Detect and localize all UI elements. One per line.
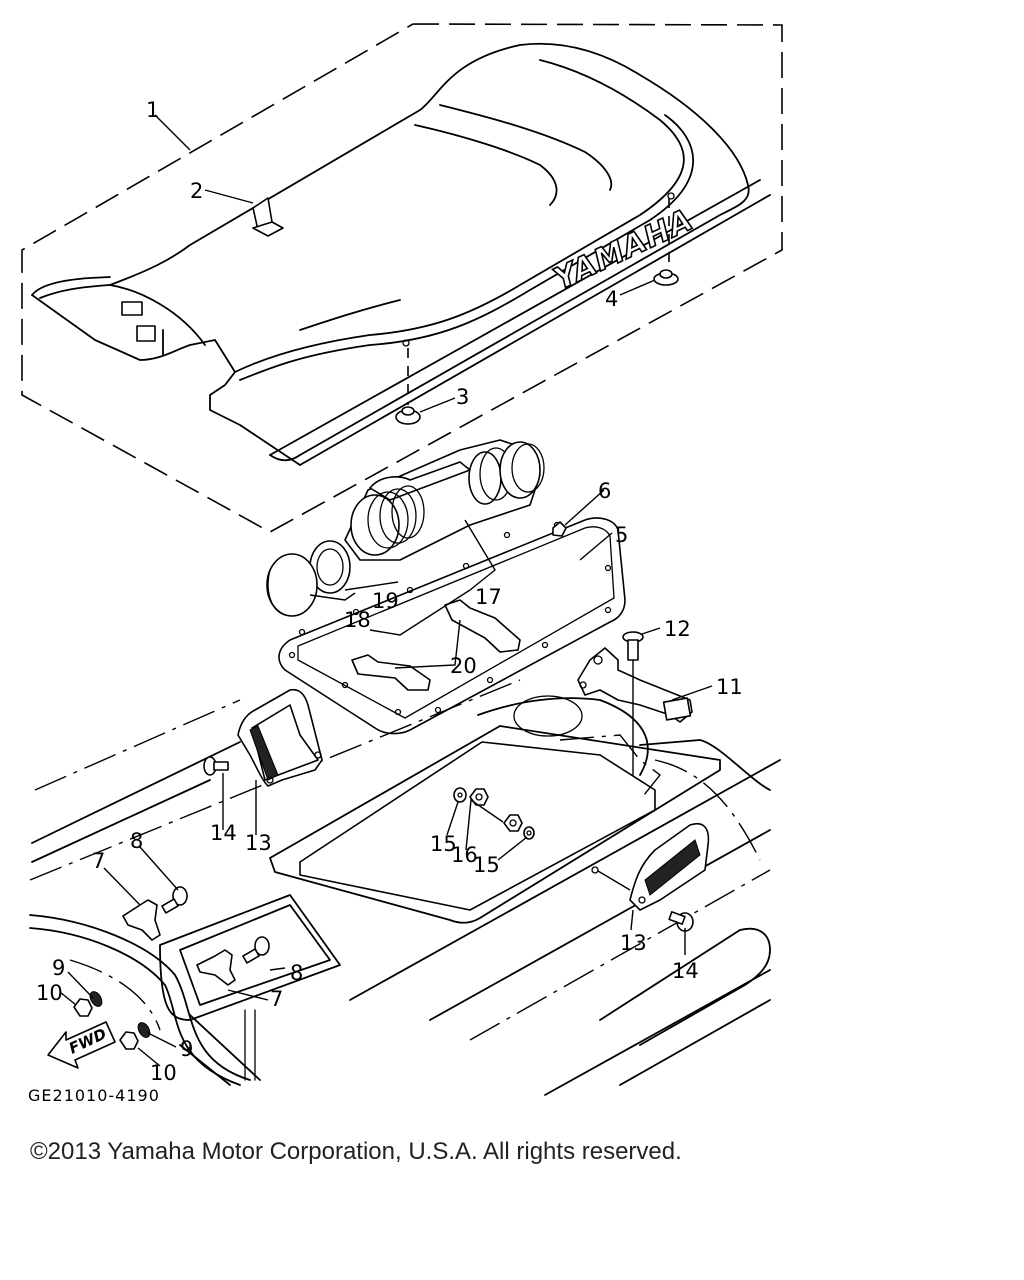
- seat-hook-7-a: [122, 899, 161, 941]
- seat-damper-4: [653, 192, 679, 286]
- washer-9-b: [137, 1022, 151, 1038]
- callout-9b: 9: [180, 1037, 193, 1061]
- callout-16: 16: [451, 843, 478, 867]
- callout-12: 12: [664, 617, 691, 641]
- seat-strap: [252, 197, 284, 237]
- cap-18: [266, 553, 318, 617]
- bolt-8-a: [161, 886, 188, 914]
- bolt-12: [622, 631, 644, 661]
- callout-20: 20: [450, 654, 477, 678]
- callout-4: 4: [605, 287, 618, 311]
- seat-drawing: [31, 42, 771, 466]
- storage-tray: [278, 517, 626, 735]
- callout-14b: 14: [672, 959, 699, 983]
- callout-10a: 10: [36, 981, 63, 1005]
- callout-15a: 15: [430, 832, 457, 856]
- callout-18: 18: [344, 608, 371, 632]
- screw-14-left: [203, 756, 229, 776]
- seat-lock: [577, 647, 693, 780]
- callout-5: 5: [615, 523, 628, 547]
- exploded-parts-diagram: YAMAHA: [21, 23, 783, 1105]
- seat-latch-block: [121, 301, 143, 316]
- washer-15-b: [523, 826, 535, 840]
- copyright-notice: ©2013 Yamaha Motor Corporation, U.S.A. A…: [30, 1138, 682, 1165]
- hull-deck: [29, 679, 781, 1096]
- leader-lines: [59, 114, 713, 1067]
- callout-6: 6: [598, 479, 611, 503]
- callout-17: 17: [475, 585, 502, 609]
- hose-connector-assembly: [266, 439, 545, 617]
- callout-9a: 9: [52, 956, 65, 980]
- connector-ribs: [350, 441, 545, 556]
- band-20-b: [444, 599, 521, 653]
- callout-7b: 7: [270, 987, 283, 1011]
- clip-6: [552, 521, 567, 537]
- nut-16-b: [503, 814, 523, 832]
- callout-14a: 14: [210, 821, 237, 845]
- nut-10-b: [119, 1031, 139, 1050]
- callout-8a: 8: [130, 829, 143, 853]
- screw-14-right: [668, 911, 694, 932]
- callout-15b: 15: [473, 853, 500, 877]
- forward-direction-arrow: FWD: [47, 1021, 116, 1069]
- bolt-8-b: [242, 936, 270, 964]
- callout-7a: 7: [92, 849, 105, 873]
- nut-16-a: [469, 788, 489, 806]
- callout-8b: 8: [290, 961, 303, 985]
- callout-11: 11: [716, 675, 743, 699]
- callout-10b: 10: [150, 1061, 177, 1085]
- seat-assembly-group: YAMAHA: [21, 23, 783, 533]
- nut-10-a: [73, 998, 93, 1017]
- callout-13a: 13: [245, 831, 272, 855]
- grip-handle-13-left: [237, 688, 323, 787]
- callout-2: 2: [190, 179, 203, 203]
- washer-15-a: [453, 787, 467, 803]
- deck-opening-round: [513, 695, 583, 737]
- callout-13b: 13: [620, 931, 647, 955]
- tray-bolt-holes: [288, 521, 612, 716]
- callout-19: 19: [372, 589, 399, 613]
- seat-damper-3: [395, 339, 421, 425]
- seat-hook-7-b: [196, 949, 236, 986]
- drawing-code: GE21010-4190: [28, 1086, 160, 1105]
- washer-9-a: [89, 991, 103, 1007]
- callout-1: 1: [146, 98, 159, 122]
- callout-3: 3: [456, 385, 469, 409]
- band-20-a: [351, 654, 431, 691]
- callout-labels: 1 2 3 4 5 6 7 7 8 8 9 9 10 10 11 12 13 1…: [36, 98, 743, 1085]
- grip-handle-13-right: [591, 823, 710, 911]
- seat-latch-tab: [136, 325, 156, 342]
- seat-group-outline: [21, 23, 783, 533]
